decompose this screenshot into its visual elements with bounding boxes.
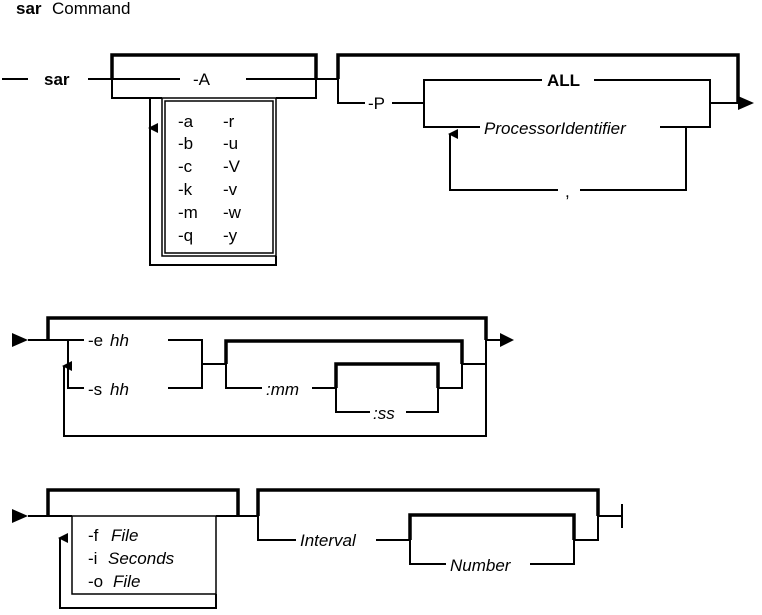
row3-group2-exit — [574, 516, 599, 541]
row2-continue-arrow — [500, 333, 514, 347]
row3-interval-left — [257, 516, 296, 541]
row3-group2-bracket — [256, 488, 600, 516]
flag-e: -e — [88, 331, 103, 350]
row3-options-box — [71, 515, 217, 595]
row2-mm-bracket — [224, 339, 464, 364]
flag-P: -P — [368, 94, 385, 113]
row1-ALL-right — [594, 79, 711, 103]
row2-diagram — [28, 316, 500, 437]
options-right-column: -r -u -V -v -w -y — [223, 112, 242, 245]
flag-i: -i — [88, 549, 97, 568]
mm-placeholder: :mm — [266, 380, 299, 399]
flag-V: -V — [223, 157, 241, 176]
row2-s-left — [67, 364, 84, 389]
hh-placeholder-s: hh — [110, 380, 129, 399]
options-left-column: -a -b -c -k -m -q — [178, 112, 198, 245]
flag-a: -a — [178, 112, 194, 131]
row1-comma-loop-left — [449, 150, 558, 191]
diagram-title-word: Command — [52, 0, 131, 18]
flag-b: -b — [178, 134, 193, 153]
row1-procid-left — [423, 103, 480, 128]
row1-options-branch-left — [111, 79, 162, 99]
flag-r: -r — [223, 112, 235, 131]
keyword-ALL: ALL — [547, 71, 580, 90]
row1-diagram — [2, 53, 740, 266]
flag-w: -w — [223, 203, 242, 222]
row2-ss-bracket — [334, 362, 440, 388]
flag-y: -y — [223, 226, 238, 245]
row2-repeat-loop — [63, 364, 487, 437]
hh-placeholder-e: hh — [110, 331, 129, 350]
row2-ss-left — [335, 388, 370, 413]
flag-o: -o — [88, 572, 103, 591]
row1-group1-bracket — [110, 53, 318, 79]
row3-number-left — [409, 540, 446, 565]
sar-keyword: sar — [44, 70, 70, 89]
diagram-title-command: sar — [16, 0, 42, 18]
flag-v: -v — [223, 180, 238, 199]
flag-m: -m — [178, 203, 198, 222]
processor-identifier: ProcessorIdentifier — [484, 119, 627, 138]
row2-mm-left — [225, 364, 262, 389]
row1-options-box-inner — [164, 100, 274, 254]
row1-group2-bracket — [336, 53, 740, 103]
file-placeholder-f: File — [111, 526, 138, 545]
flag-f: -f — [88, 526, 99, 545]
row3-group1-bracket — [46, 488, 240, 516]
row1-procid-right — [660, 103, 711, 128]
row2-ss-right — [406, 388, 439, 413]
row2-outer-bracket — [46, 316, 488, 340]
flag-A: -A — [193, 70, 211, 89]
row1-options-box-outer — [161, 97, 277, 257]
row3-number-bracket — [408, 513, 576, 540]
ss-placeholder: :ss — [373, 404, 395, 423]
row1-P-branch — [337, 79, 365, 104]
flag-q: -q — [178, 226, 193, 245]
row1-ALL-left — [423, 79, 542, 103]
row2-start-arrow — [12, 333, 28, 347]
row1-continue-arrow — [738, 96, 754, 110]
row2-s-right — [168, 364, 203, 389]
number-placeholder: Number — [450, 556, 512, 575]
seconds-placeholder: Seconds — [108, 549, 175, 568]
flag-c: -c — [178, 157, 193, 176]
flag-k: -k — [178, 180, 193, 199]
row1-comma-loop-right — [580, 127, 687, 191]
comma-separator: , — [565, 182, 570, 201]
row3-start-arrow — [12, 509, 28, 523]
row3-repeat-loop — [59, 560, 217, 609]
row2-ss-exit — [438, 364, 463, 389]
row2-e-right — [168, 339, 203, 364]
row1-options-branch-right — [276, 79, 317, 99]
row1-options-repeat-loop — [149, 97, 277, 266]
interval-placeholder: Interval — [300, 531, 357, 550]
row3-diagram — [28, 488, 623, 609]
file-placeholder-o: File — [113, 572, 140, 591]
flag-u: -u — [223, 134, 238, 153]
row2-e-left — [67, 339, 84, 364]
row3-number-right — [530, 540, 575, 565]
flag-s: -s — [88, 380, 102, 399]
